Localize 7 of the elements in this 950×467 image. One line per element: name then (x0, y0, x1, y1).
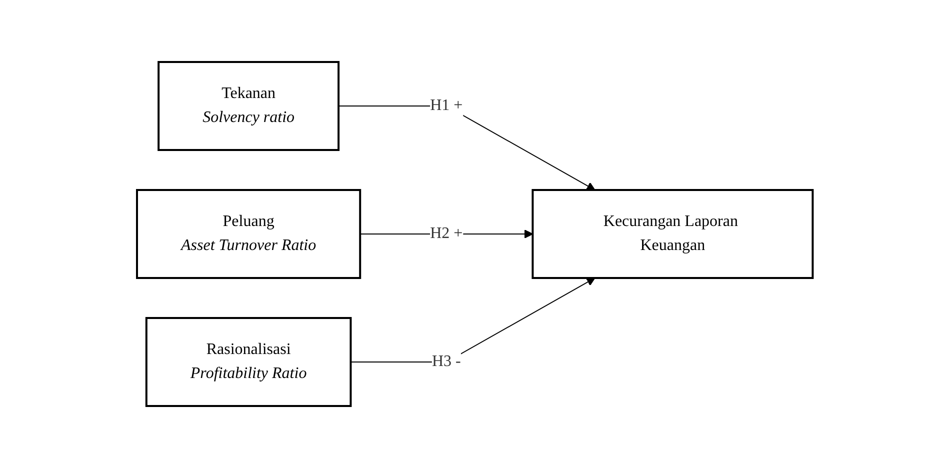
edge-label: H3 - (432, 352, 461, 370)
edge-label: H2 + (430, 224, 463, 242)
node-box: Kecurangan Laporan Keuangan (532, 188, 814, 278)
node-box: Peluang Asset Turnover Ratio (136, 188, 362, 278)
node-box: Tekanan Solvency ratio (158, 60, 340, 150)
node-box: Rasionalisasi Profitability Ratio (146, 316, 352, 406)
edge-label: H1 + (430, 96, 463, 114)
